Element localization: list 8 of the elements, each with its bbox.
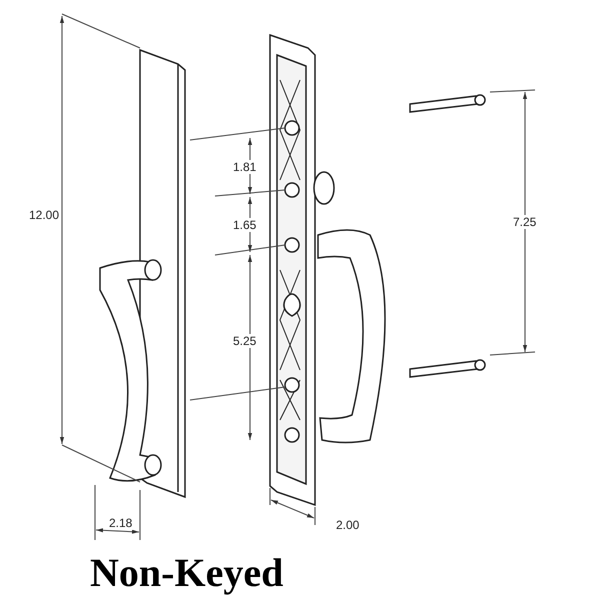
caption: Non-Keyed — [90, 550, 284, 596]
dimension-label: 2.00 — [335, 518, 360, 532]
dimension-label: 7.25 — [512, 215, 538, 229]
dimension-label: 12.00 — [28, 208, 60, 222]
dimension-label: 5.25 — [232, 334, 258, 348]
dimension-label: 1.65 — [232, 218, 258, 232]
dimension-label: 1.81 — [232, 160, 258, 174]
dimension-label: 2.18 — [108, 516, 134, 530]
